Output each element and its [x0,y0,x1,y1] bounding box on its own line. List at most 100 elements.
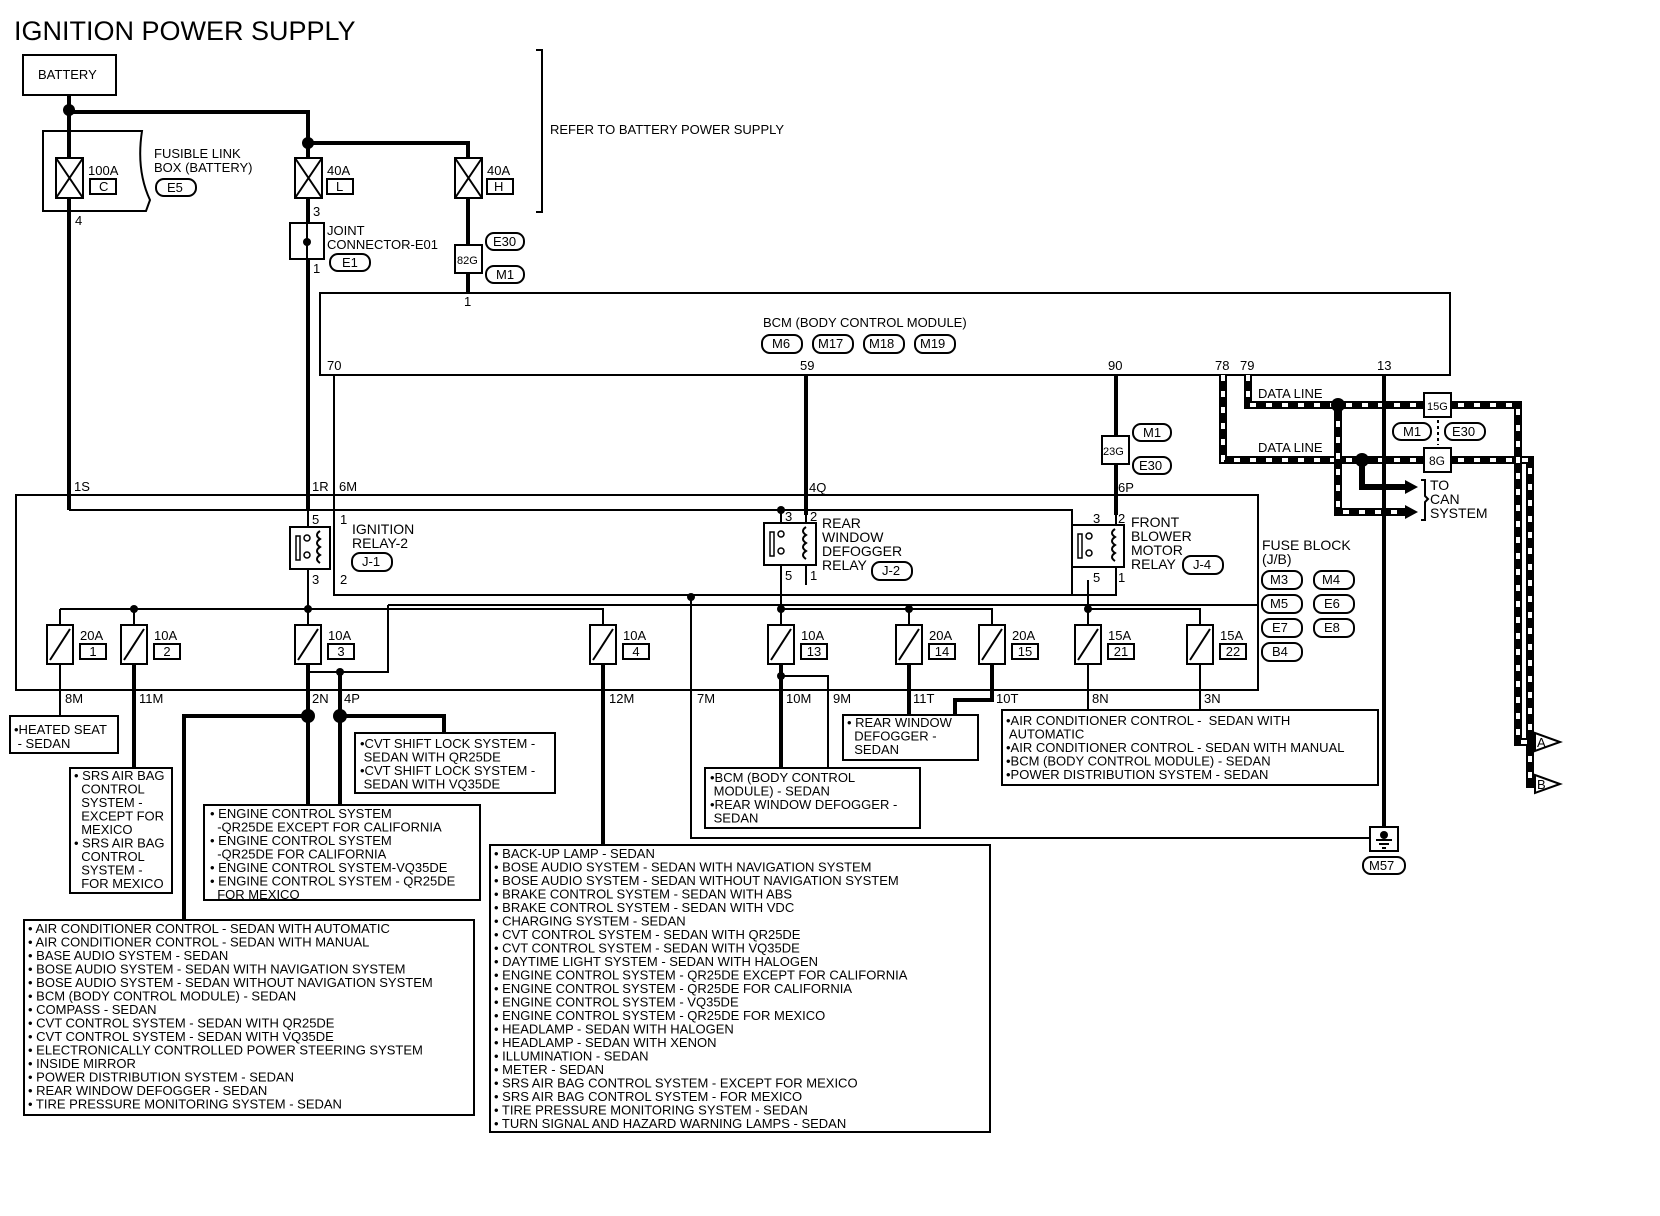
relay-label: IGNITION [352,521,414,537]
fuse-number-box [327,643,355,660]
svg-text:J-1: J-1 [362,554,380,569]
load-item: •POWER DISTRIBUTION SYSTEM - SEDAN [1006,767,1268,782]
fuse-block [15,494,1259,691]
load-item: • TIRE PRESSURE MONITORING SYSTEM - SEDA… [28,1097,342,1112]
load-item: •AIR CONDITIONER CONTROL - SEDAN WITH [1006,713,1290,728]
load-item: • ENGINE CONTROL SYSTEM - QR25DE [210,874,456,889]
load-item: • BCM (BODY CONTROL MODULE) - SEDAN [28,989,296,1004]
load-item: FOR MEXICO [74,876,164,891]
inline-connector-15G [1423,392,1452,418]
fuse-id: C [99,179,108,194]
fuse-rating: 20A [1012,628,1035,643]
connector-badge [1362,856,1406,875]
svg-text:E7: E7 [1272,620,1288,635]
svg-text:5: 5 [312,512,319,527]
fuse-number-box [153,643,181,660]
pin-label: 79 [1240,358,1254,373]
svg-text:M57: M57 [1369,858,1394,873]
load-item: •AIR CONDITIONER CONTROL - SEDAN WITH MA… [1006,740,1344,755]
fuse-rating: 40A [327,163,350,178]
svg-text:3: 3 [1093,511,1100,526]
wire-40A-L [69,110,310,510]
load-item: • ENGINE CONTROL SYSTEM - QR25DE FOR CAL… [494,981,852,996]
load-item: • SRS AIR BAG CONTROL SYSTEM - FOR MEXIC… [494,1089,802,1104]
fuse-id: H [494,179,503,194]
load-item: • HEADLAMP - SEDAN WITH XENON [494,1035,716,1050]
pin-label: 8N [1092,691,1109,706]
fuse-rating: 10A [154,628,177,643]
pin-label: 10M [786,691,811,706]
connector-badge [485,265,525,284]
data-line-label: DATA LINE [1258,440,1323,455]
load-item: •CVT SHIFT LOCK SYSTEM - [360,736,535,751]
can-label: TO [1430,477,1449,493]
fuse-rating: 20A [929,628,952,643]
splice-dot [302,137,314,149]
load-item: SEDAN [847,742,899,757]
data-line-78 [1219,375,1535,788]
load-item: -QR25DE EXCEPT FOR CALIFORNIA [210,820,442,835]
load-item: • BOSE AUDIO SYSTEM - SEDAN WITH NAVIGAT… [494,860,872,875]
fuse-rating: 10A [328,628,351,643]
load-box-srs [69,767,173,894]
wire-7M-ground [690,595,1370,839]
fuse-number-box [928,643,956,660]
splice-dot [1355,453,1369,467]
joint-connector-label: JOINT [327,223,365,238]
load-item: • CVT CONTROL SYSTEM - SEDAN WITH QR25DE [494,927,801,942]
fuse-rating: 15A [1108,628,1131,643]
load-item: - SEDAN [14,736,70,751]
load-item: • ENGINE CONTROL SYSTEM - QR25DE EXCEPT … [494,968,908,983]
pin-label: 4 [75,213,82,228]
fuse-rating: 20A [80,628,103,643]
svg-text:5: 5 [785,568,792,583]
load-item: • CVT CONTROL SYSTEM - SEDAN WITH VQ35DE [494,941,800,956]
load-item: •REAR WINDOW DEFOGGER - [710,797,897,812]
fuse-number-box [79,643,107,660]
fuse-rating: 40A [487,163,510,178]
fuse-number-box [1107,643,1135,660]
load-item: • SRS AIR BAG CONTROL SYSTEM - EXCEPT FO… [494,1076,858,1091]
pin-label: 11M [139,691,163,706]
fuse-number-box [1011,643,1039,660]
svg-text:E30: E30 [1139,458,1162,473]
fuse-id-box [486,178,514,195]
svg-text:2: 2 [340,572,347,587]
load-item: • ENGINE CONTROL SYSTEM - VQ35DE [494,995,739,1010]
fuse-id-box [326,178,354,195]
load-item: • BOSE AUDIO SYSTEM - SEDAN WITHOUT NAVI… [28,975,433,990]
relay-label: RELAY [1131,556,1177,572]
load-item: • TURN SIGNAL AND HAZARD WARNING LAMPS -… [494,1116,846,1131]
load-box-12M-list [489,844,991,1133]
svg-text:1: 1 [340,512,347,527]
load-item: • BOSE AUDIO SYSTEM - SEDAN WITHOUT NAVI… [494,873,899,888]
pin-label: 4Q [809,480,826,495]
load-item: • TIRE PRESSURE MONITORING SYSTEM - SEDA… [494,1103,808,1118]
relay-ignition-relay-2 [289,526,331,570]
load-item: EXCEPT FOR [74,809,164,824]
load-item: •CVT SHIFT LOCK SYSTEM - [360,763,535,778]
data-line-79 [1244,375,1535,746]
wire-9M [781,675,829,768]
pin-label: 78 [1215,358,1229,373]
bcm-connectors: M6 M17 M18 M19 [761,334,956,354]
pin-label: 2N [312,691,329,706]
pin-label: 3 [313,204,320,219]
fuse-number: 22 [1226,644,1240,659]
load-item: • ENGINE CONTROL SYSTEM - QR25DE FOR MEX… [494,1008,825,1023]
connector-id: E1 [342,255,358,270]
load-item: • BACK-UP LAMP - SEDAN [494,846,655,861]
fuse-number: 21 [1114,644,1128,659]
load-box-cvt-shift [354,732,556,794]
load-item: DEFOGGER - [847,729,937,744]
load-item: • BOSE AUDIO SYSTEM - SEDAN WITH NAVIGAT… [28,962,406,977]
relay-label: REAR [822,515,861,531]
load-item: SYSTEM - [74,863,143,878]
svg-text:M5: M5 [1270,596,1288,611]
load-item: • BRAKE CONTROL SYSTEM - SEDAN WITH VDC [494,900,794,915]
load-item: • SRS AIR BAG [74,768,165,783]
